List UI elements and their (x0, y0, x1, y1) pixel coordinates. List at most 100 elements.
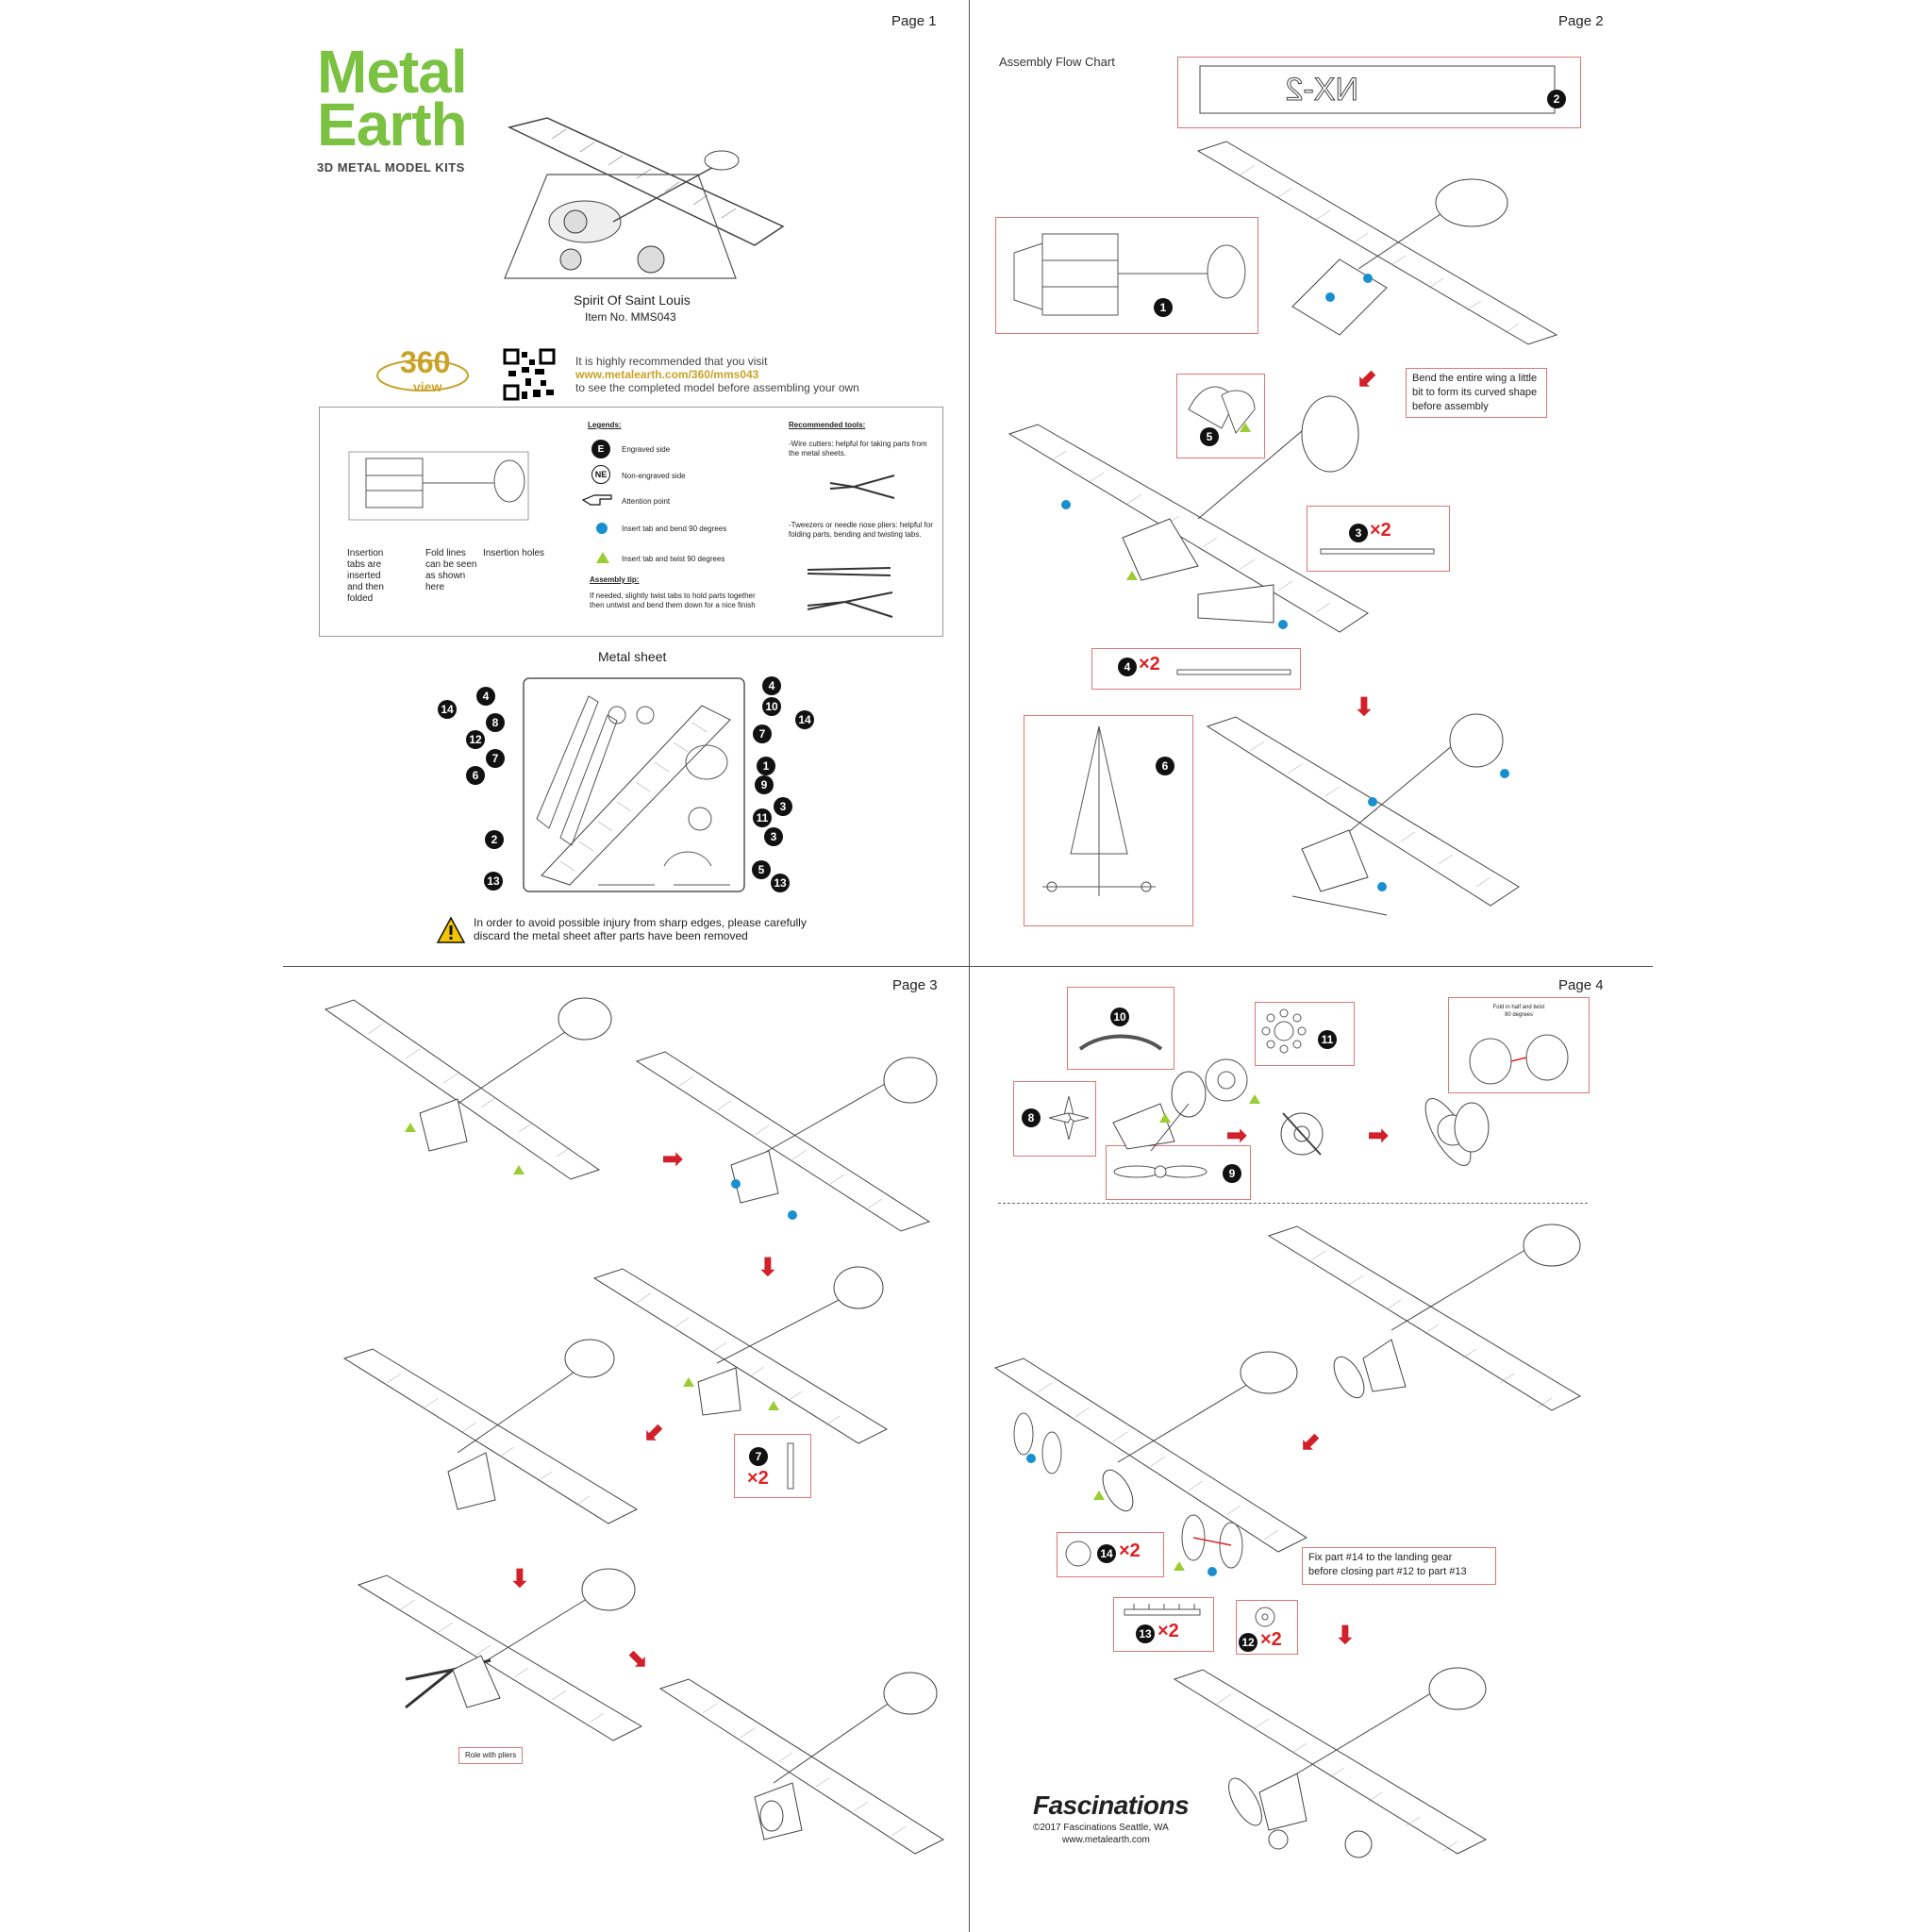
metal-sheet-diagram (523, 677, 745, 892)
part-2-label: 2 (1547, 90, 1566, 108)
sheet-callout-left: 8 (486, 713, 505, 732)
part-2-box (1177, 57, 1581, 128)
product-item-number: Item No. MMS043 (585, 310, 676, 324)
sheet-callout-right: 14 (795, 710, 814, 729)
p3-airplane-2 (635, 1051, 938, 1232)
airplane-step-1 (1196, 141, 1558, 345)
flow-arrow-right-icon: ➡ (1226, 1121, 1247, 1149)
view360-number: 360 (400, 345, 451, 379)
fold-note-box (1448, 997, 1590, 1093)
engraved-side-icon: E (591, 440, 610, 458)
part-4-multiplier: ×2 (1139, 654, 1160, 675)
part-8-illustration (1048, 1095, 1090, 1141)
part-12-illustration (1255, 1607, 1275, 1627)
p3-part-7-illustration (787, 1442, 794, 1490)
part-14-multiplier: ×2 (1119, 1541, 1141, 1561)
page-number-1: Page 1 (891, 13, 937, 29)
flow-arrow-down-icon: ⬇ (1354, 692, 1374, 721)
blue-dot-icon (596, 523, 608, 534)
flow-chart-title: Assembly Flow Chart (999, 55, 1115, 69)
warning-line2: discard the metal sheet after parts have… (474, 929, 748, 942)
warning-line1: In order to avoid possible injury from s… (474, 916, 807, 929)
flow-arrow-right-icon: ➡ (1368, 1121, 1389, 1149)
legend-bend: Insert tab and bend 90 degrees (622, 525, 727, 533)
sheet-callout-right: 9 (755, 775, 774, 794)
p4-airplane-2 (993, 1351, 1308, 1553)
p3-airplane-5 (357, 1568, 643, 1741)
view360-swoosh-icon (376, 359, 469, 391)
insertion-tabs-caption: Insertion tabs are inserted and then fol… (347, 548, 384, 604)
flow-arrow-down-right-icon: ⬊ (627, 1644, 648, 1673)
part-1-label: 1 (1154, 298, 1173, 317)
part-6-box (1024, 715, 1193, 926)
engine-step-2-illustration (1280, 1112, 1324, 1156)
p3-part-7-multiplier: ×2 (747, 1468, 769, 1489)
flow-arrow-down-icon: ⬇ (1335, 1621, 1356, 1649)
info-panel (319, 407, 943, 637)
sheet-callout-left: 13 (484, 872, 503, 891)
view360-word: view (413, 379, 442, 394)
part-2-wing-illustration: NX-2 (1199, 65, 1556, 114)
section-divider (998, 1203, 1588, 1204)
sheet-callout-left: 12 (466, 730, 485, 749)
brand-tagline: 3D METAL MODEL KITS (317, 160, 465, 175)
p3-airplane-1 (324, 997, 612, 1180)
sheet-callout-right: 4 (762, 676, 781, 695)
p4-airplane-1 (1267, 1224, 1582, 1411)
svg-text:NX-2: NX-2 (1286, 72, 1358, 108)
brand-logo: Metal Earth 3D METAL MODEL KITS (317, 38, 468, 175)
qr-code-icon[interactable] (503, 348, 556, 401)
fascinations-logo: Fascinations (1033, 1790, 1190, 1820)
sheet-callout-right: 11 (753, 808, 772, 827)
website-link[interactable]: www.metalearth.com (1062, 1835, 1150, 1845)
legend-twist: Insert tab and twist 90 degrees (622, 555, 725, 563)
engine-step-3-illustration (1424, 1098, 1490, 1166)
sheet-callout-right: 3 (774, 797, 792, 816)
insertion-holes-caption: Insertion holes (483, 548, 545, 558)
flow-arrow-down-icon: ⬇ (758, 1253, 778, 1281)
green-triangle-icon (596, 552, 609, 563)
brand-logo-line1: Metal (317, 38, 468, 106)
part-5-label: 5 (1200, 427, 1219, 446)
part-4-box (1091, 648, 1301, 690)
part-9-label: 9 (1223, 1164, 1241, 1183)
sheet-callout-right: 5 (752, 860, 771, 879)
part-14-illustration (1065, 1541, 1091, 1567)
page-number-2: Page 2 (1558, 13, 1604, 29)
part-11-label: 11 (1318, 1030, 1337, 1049)
fold-lines-caption: Fold lines can be seen as shown here (425, 548, 477, 592)
airplane-step-2 (1008, 395, 1369, 633)
part-3-multiplier: ×2 (1370, 520, 1391, 541)
view360-url[interactable]: www.metalearth.com/360/mms043 (575, 368, 759, 381)
part-5-box (1176, 374, 1265, 458)
part-4-label: 4 (1118, 658, 1137, 676)
legend-attention: Attention point (622, 497, 671, 506)
part-10-label: 10 (1110, 1008, 1129, 1026)
tool-tweezers: -Tweezers or needle nose pliers: helpful… (789, 521, 933, 539)
part-5-illustration (1188, 386, 1256, 434)
engine-assembly-illustration (1112, 1058, 1260, 1152)
part-8-label: 8 (1022, 1108, 1041, 1127)
hero-airplane-illustration (504, 117, 785, 279)
p3-part-7-label: 7 (749, 1447, 768, 1466)
part-12-label: 12 (1239, 1633, 1257, 1652)
part-3-label: 3 (1349, 524, 1368, 542)
brand-logo-line2: Earth (317, 91, 468, 158)
sheet-callout-left: 4 (476, 687, 495, 706)
tweezers-pliers-icon (807, 567, 893, 618)
copyright-text: ©2017 Fascinations Seattle, WA (1033, 1823, 1169, 1833)
page-number-4: Page 4 (1558, 977, 1604, 993)
product-name: Spirit Of Saint Louis (574, 292, 691, 308)
part-14-label: 14 (1097, 1544, 1116, 1563)
page-number-3: Page 3 (892, 977, 938, 993)
p4-airplane-final (1173, 1667, 1488, 1858)
legend-engraved: Engraved side (622, 445, 671, 454)
sheet-callout-right: 10 (762, 697, 781, 716)
bend-wing-note: Bend the entire wing a little bit to for… (1406, 368, 1547, 418)
wire-cutters-icon (829, 475, 895, 499)
part-13-multiplier: ×2 (1158, 1621, 1179, 1641)
view360-line1: It is highly recommended that you visit (575, 355, 768, 368)
part-6-illustration (1042, 725, 1156, 896)
view360-line3: to see the completed model before assemb… (575, 381, 859, 394)
fold-in-half-note: Fold in half and twist 90 degrees (1492, 1005, 1545, 1018)
